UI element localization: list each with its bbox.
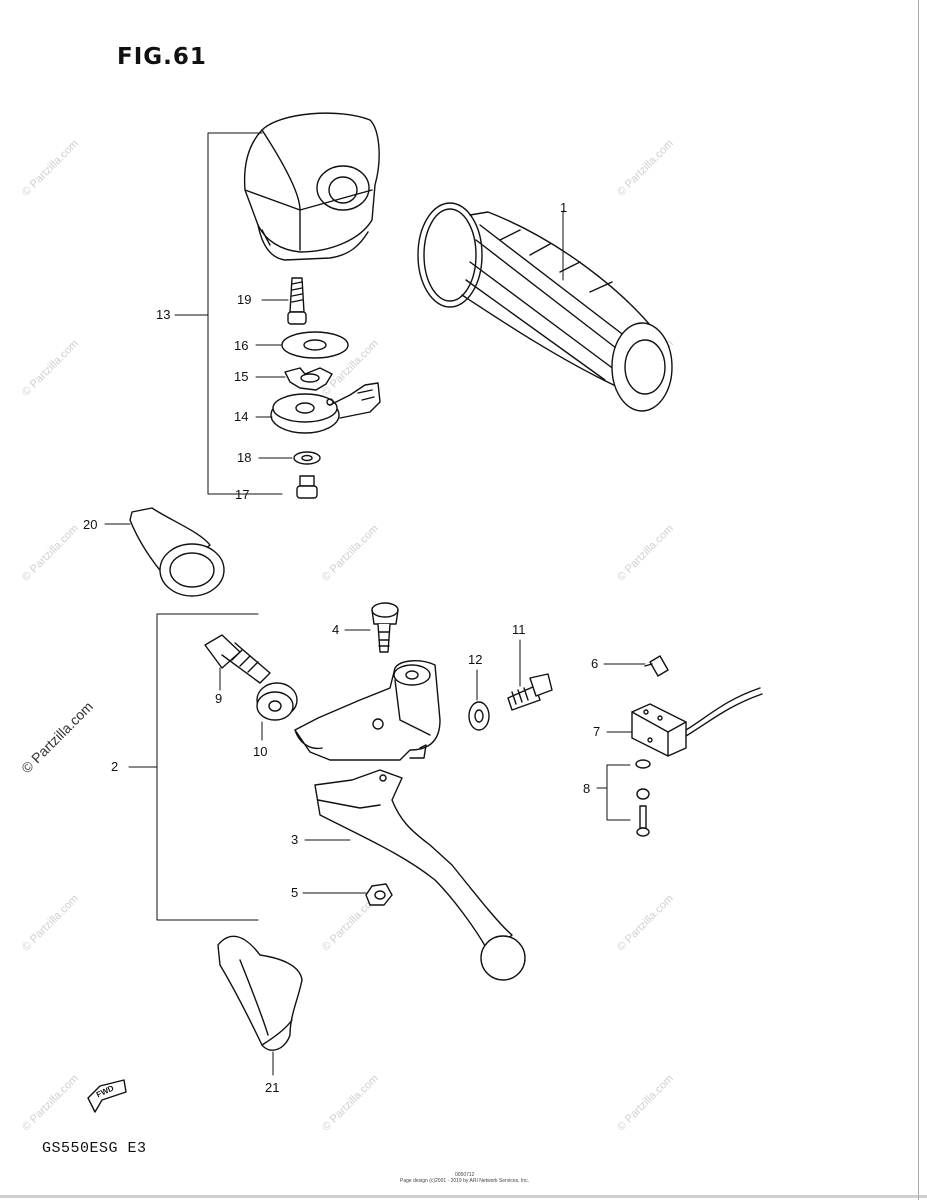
callout-9: 9 (215, 691, 223, 706)
screw-set-part-8 (635, 759, 651, 837)
callout-8: 8 (583, 781, 591, 796)
callout-4: 4 (332, 622, 340, 637)
bolt-part-11 (507, 673, 553, 711)
holder-part-14 (270, 382, 381, 434)
callout-19: 19 (237, 292, 252, 307)
callout-6: 6 (591, 656, 599, 671)
switch-housing-part-13 (243, 112, 380, 261)
callout-7: 7 (593, 724, 601, 739)
callout-1: 1 (560, 200, 568, 215)
washer-part-16 (281, 331, 349, 359)
bracket-part-2 (294, 660, 441, 761)
callout-20: 20 (83, 517, 98, 532)
callout-3: 3 (291, 832, 299, 847)
model-label: GS550ESG E3 (42, 1140, 147, 1157)
adjuster-part-9 (204, 634, 271, 684)
callout-16: 16 (234, 338, 249, 353)
callout-13: 13 (156, 307, 171, 322)
washer-part-12 (468, 701, 490, 731)
callout-5: 5 (291, 885, 299, 900)
lever-part-3 (314, 769, 526, 981)
boot-part-20 (129, 507, 225, 597)
callout-15: 15 (234, 369, 249, 384)
cover-part-21 (217, 935, 303, 1051)
bottom-rule (0, 1195, 927, 1198)
forward-arrow-icon (87, 1079, 127, 1113)
grip-part-1 (417, 202, 673, 412)
switch-part-7 (631, 687, 763, 757)
callout-10: 10 (253, 744, 268, 759)
screw-part-17 (296, 475, 318, 499)
callout-11: 11 (512, 622, 526, 637)
callout-2: 2 (111, 759, 119, 774)
nut-part-5 (365, 883, 393, 906)
callout-12: 12 (468, 652, 483, 667)
right-rule (918, 0, 919, 1200)
washer-part-18 (293, 451, 321, 465)
callout-17: 17 (235, 487, 250, 502)
plate-part-15 (284, 367, 333, 391)
footer-code: 0050712 (455, 1172, 475, 1178)
figure-title: FIG.61 (117, 44, 207, 70)
leader-lines (104, 132, 646, 1076)
footer-note: Page design (c)2001 - 2019 by ARI Networ… (400, 1178, 529, 1184)
screw-part-19 (287, 277, 307, 325)
callout-21: 21 (265, 1080, 280, 1095)
callout-14: 14 (234, 409, 249, 424)
nut-part-10 (256, 682, 298, 721)
callout-18: 18 (237, 450, 252, 465)
pin-part-6 (644, 655, 669, 677)
bolt-part-4 (371, 602, 399, 653)
